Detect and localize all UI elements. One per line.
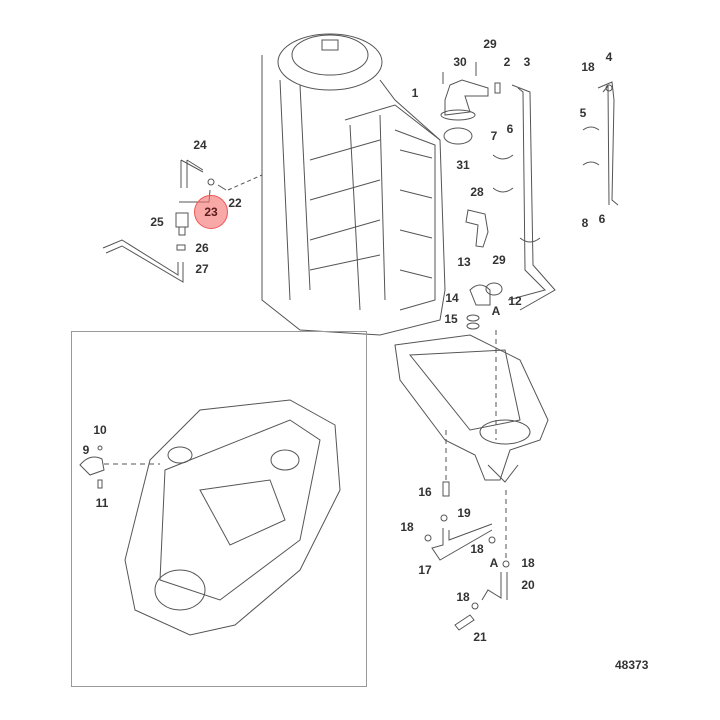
callout-c15[interactable]: 15 [444,312,458,326]
callout-c18d[interactable]: 18 [521,556,535,570]
callout-c24[interactable]: 24 [193,138,207,152]
callout-c20[interactable]: 20 [521,578,535,592]
callout-c25[interactable]: 25 [150,215,164,229]
callout-c22[interactable]: 22 [228,196,242,210]
callout-c18e[interactable]: 18 [456,590,470,604]
callout-c30[interactable]: 30 [453,55,467,69]
callout-c19[interactable]: 19 [457,506,471,520]
callout-c13[interactable]: 13 [457,255,471,269]
highlight-marker[interactable] [194,195,228,229]
callout-c26[interactable]: 26 [195,241,209,255]
callout-c9[interactable]: 9 [82,443,90,457]
callout-c3[interactable]: 3 [523,55,531,69]
callout-c6a[interactable]: 6 [506,122,514,136]
figure-number: 48373 [615,658,649,672]
midsection-housing-icon [124,399,341,636]
callout-c23[interactable]: 23 [204,205,218,219]
callout-c16[interactable]: 16 [418,485,432,499]
callout-c2[interactable]: 2 [503,55,511,69]
callout-c27[interactable]: 27 [195,262,209,276]
adapter-plate-icon [394,334,549,483]
callout-c18a[interactable]: 18 [581,60,595,74]
callout-c12[interactable]: 12 [508,294,522,308]
callout-c18b[interactable]: 18 [400,520,414,534]
callout-c28[interactable]: 28 [470,185,484,199]
callout-c29b[interactable]: 29 [492,253,506,267]
callout-c17[interactable]: 17 [418,563,432,577]
callout-c8[interactable]: 8 [581,216,589,230]
callout-cA1[interactable]: A [491,304,501,318]
callout-c14[interactable]: 14 [445,291,459,305]
engine-block-icon [261,33,446,336]
callout-cA2[interactable]: A [489,556,499,570]
callout-c29a[interactable]: 29 [483,37,497,51]
callout-c5[interactable]: 5 [579,106,587,120]
callout-c6b[interactable]: 6 [598,212,606,226]
callout-c18c[interactable]: 18 [470,542,484,556]
callout-c21[interactable]: 21 [473,630,487,644]
callout-c4[interactable]: 4 [605,50,613,64]
callout-c7[interactable]: 7 [490,129,498,143]
callout-c1[interactable]: 1 [411,86,419,100]
callout-c11[interactable]: 11 [95,496,109,510]
inset-detail-box [71,331,367,687]
callout-c31[interactable]: 31 [456,158,470,172]
callout-c10[interactable]: 10 [93,423,107,437]
